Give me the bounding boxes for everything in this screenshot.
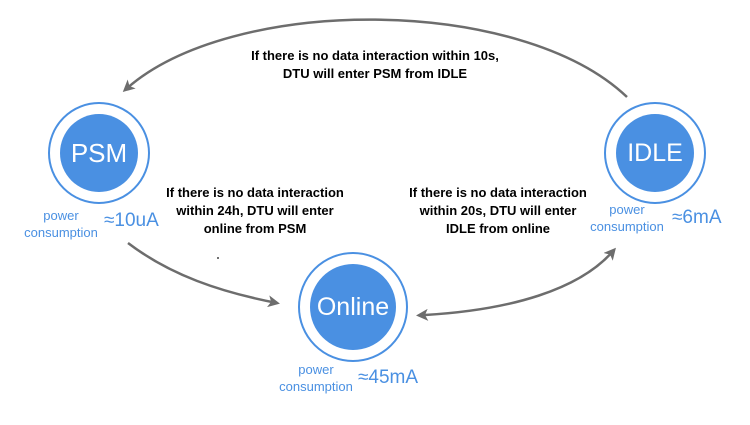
state-psm: PSM xyxy=(48,102,150,204)
psm-power-label-line1: power xyxy=(43,208,79,223)
state-idle: IDLE xyxy=(604,102,706,204)
transition-online-to-psm-line2: within 24h, DTU will enter xyxy=(176,203,334,218)
transition-online-to-psm-text: If there is no data interaction within 2… xyxy=(150,184,360,238)
psm-circle: PSM xyxy=(60,114,138,192)
online-power-value: ≈45mA xyxy=(358,367,419,388)
idle-circle: IDLE xyxy=(616,114,694,192)
idle-label: IDLE xyxy=(627,138,683,167)
transition-idle-to-psm-text: If there is no data interaction within 1… xyxy=(225,47,525,83)
idle-power-label-line1: power xyxy=(609,202,645,217)
idle-power-label-line2: consumption xyxy=(590,219,664,234)
psm-power-label: power consumption xyxy=(18,207,104,241)
online-ring xyxy=(298,252,408,362)
transition-online-to-idle-line3: IDLE from online xyxy=(446,221,550,236)
online-power-label: power consumption xyxy=(272,361,360,395)
idle-ring xyxy=(604,102,706,204)
psm-label: PSM xyxy=(70,137,128,168)
online-circle: Online xyxy=(310,264,396,350)
online-power-label-line2: consumption xyxy=(279,379,353,394)
transition-online-to-idle-line2: within 20s, DTU will enter xyxy=(419,203,577,218)
arrow-psm-to-online xyxy=(127,242,280,308)
transition-online-to-idle-line1: If there is no data interaction xyxy=(409,185,587,200)
state-online: Online xyxy=(298,252,408,362)
transition-online-to-idle-text: If there is no data interaction within 2… xyxy=(393,184,603,238)
psm-power-value: ≈10uA xyxy=(104,210,159,231)
stray-dot xyxy=(217,257,219,259)
transition-idle-to-psm-line2: DTU will enter PSM from IDLE xyxy=(282,66,468,81)
transition-idle-to-psm-line1: If there is no data interaction within 1… xyxy=(251,48,499,63)
arrow-online-idle xyxy=(416,247,616,321)
psm-power-label-line2: consumption xyxy=(24,225,98,240)
online-power-label-line1: power xyxy=(298,362,334,377)
idle-power-label: power consumption xyxy=(582,201,672,235)
idle-power-value: ≈6mA xyxy=(672,207,722,228)
psm-ring xyxy=(48,102,150,204)
online-label: Online xyxy=(316,292,390,321)
transition-online-to-psm-line3: online from PSM xyxy=(203,221,307,236)
arrow-idle-to-psm xyxy=(122,18,628,98)
transition-online-to-psm-line1: If there is no data interaction xyxy=(166,185,344,200)
